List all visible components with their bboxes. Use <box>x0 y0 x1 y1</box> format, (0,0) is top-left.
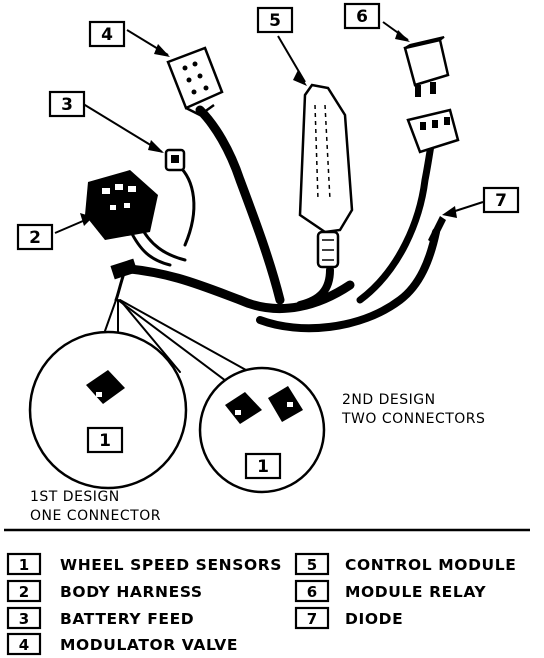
svg-text:CONTROL MODULE: CONTROL MODULE <box>345 556 516 574</box>
svg-text:MODULE RELAY: MODULE RELAY <box>345 583 486 601</box>
legend-item-7: 7 DIODE <box>294 606 403 630</box>
svg-text:6: 6 <box>307 583 317 601</box>
legend-item-3: 3 BATTERY FEED <box>6 606 194 630</box>
callout-5: 5 <box>256 6 294 34</box>
legend-item-6: 6 MODULE RELAY <box>294 579 486 603</box>
modulator-valve-connector <box>166 46 224 117</box>
callout-3: 3 <box>48 90 86 118</box>
legend-item-1: 1 WHEEL SPEED SENSORS <box>6 552 282 576</box>
svg-text:3: 3 <box>19 610 29 628</box>
svg-text:DIODE: DIODE <box>345 610 403 628</box>
svg-text:1: 1 <box>99 431 111 451</box>
second-design-label-2: TWO CONNECTORS <box>341 411 485 427</box>
svg-text:6: 6 <box>356 7 368 27</box>
first-design-label-2: ONE CONNECTOR <box>30 508 161 524</box>
legend: 1 WHEEL SPEED SENSORS 2 BODY HARNESS 3 B… <box>6 552 516 656</box>
battery-feed-connector <box>164 148 186 172</box>
svg-text:3: 3 <box>61 95 73 115</box>
first-design-detail <box>28 330 188 490</box>
callout-4: 4 <box>88 20 126 48</box>
svg-text:5: 5 <box>307 556 317 574</box>
first-design-label-1: 1ST DESIGN <box>30 489 120 505</box>
svg-text:WHEEL SPEED SENSORS: WHEEL SPEED SENSORS <box>60 556 282 574</box>
legend-item-2: 2 BODY HARNESS <box>6 579 203 603</box>
svg-text:4: 4 <box>19 636 29 654</box>
callout-leaders <box>54 21 484 234</box>
svg-text:BATTERY FEED: BATTERY FEED <box>60 610 194 628</box>
svg-text:1: 1 <box>19 556 29 574</box>
module-relay <box>403 36 460 154</box>
callout-1-first-design: 1 <box>86 426 124 454</box>
svg-text:1: 1 <box>257 457 269 477</box>
callout-6: 6 <box>343 2 381 30</box>
svg-text:BODY HARNESS: BODY HARNESS <box>60 583 203 601</box>
junction-connector <box>110 258 138 280</box>
svg-text:MODULATOR VALVE: MODULATOR VALVE <box>60 636 238 654</box>
legend-item-5: 5 CONTROL MODULE <box>294 552 516 576</box>
svg-text:2: 2 <box>29 228 41 248</box>
body-harness-connector <box>85 170 158 240</box>
callout-2: 2 <box>16 223 54 251</box>
svg-text:5: 5 <box>269 11 281 31</box>
svg-text:4: 4 <box>101 25 113 45</box>
control-module-connector <box>298 83 354 269</box>
second-design-detail <box>198 366 326 494</box>
callout-1-second-design: 1 <box>244 452 282 480</box>
callout-7: 7 <box>482 186 520 214</box>
svg-text:7: 7 <box>307 610 317 628</box>
svg-text:7: 7 <box>495 191 507 211</box>
svg-text:2: 2 <box>19 583 29 601</box>
second-design-label-1: 2ND DESIGN <box>342 392 436 408</box>
legend-item-4: 4 MODULATOR VALVE <box>6 632 238 656</box>
diode <box>428 216 446 244</box>
